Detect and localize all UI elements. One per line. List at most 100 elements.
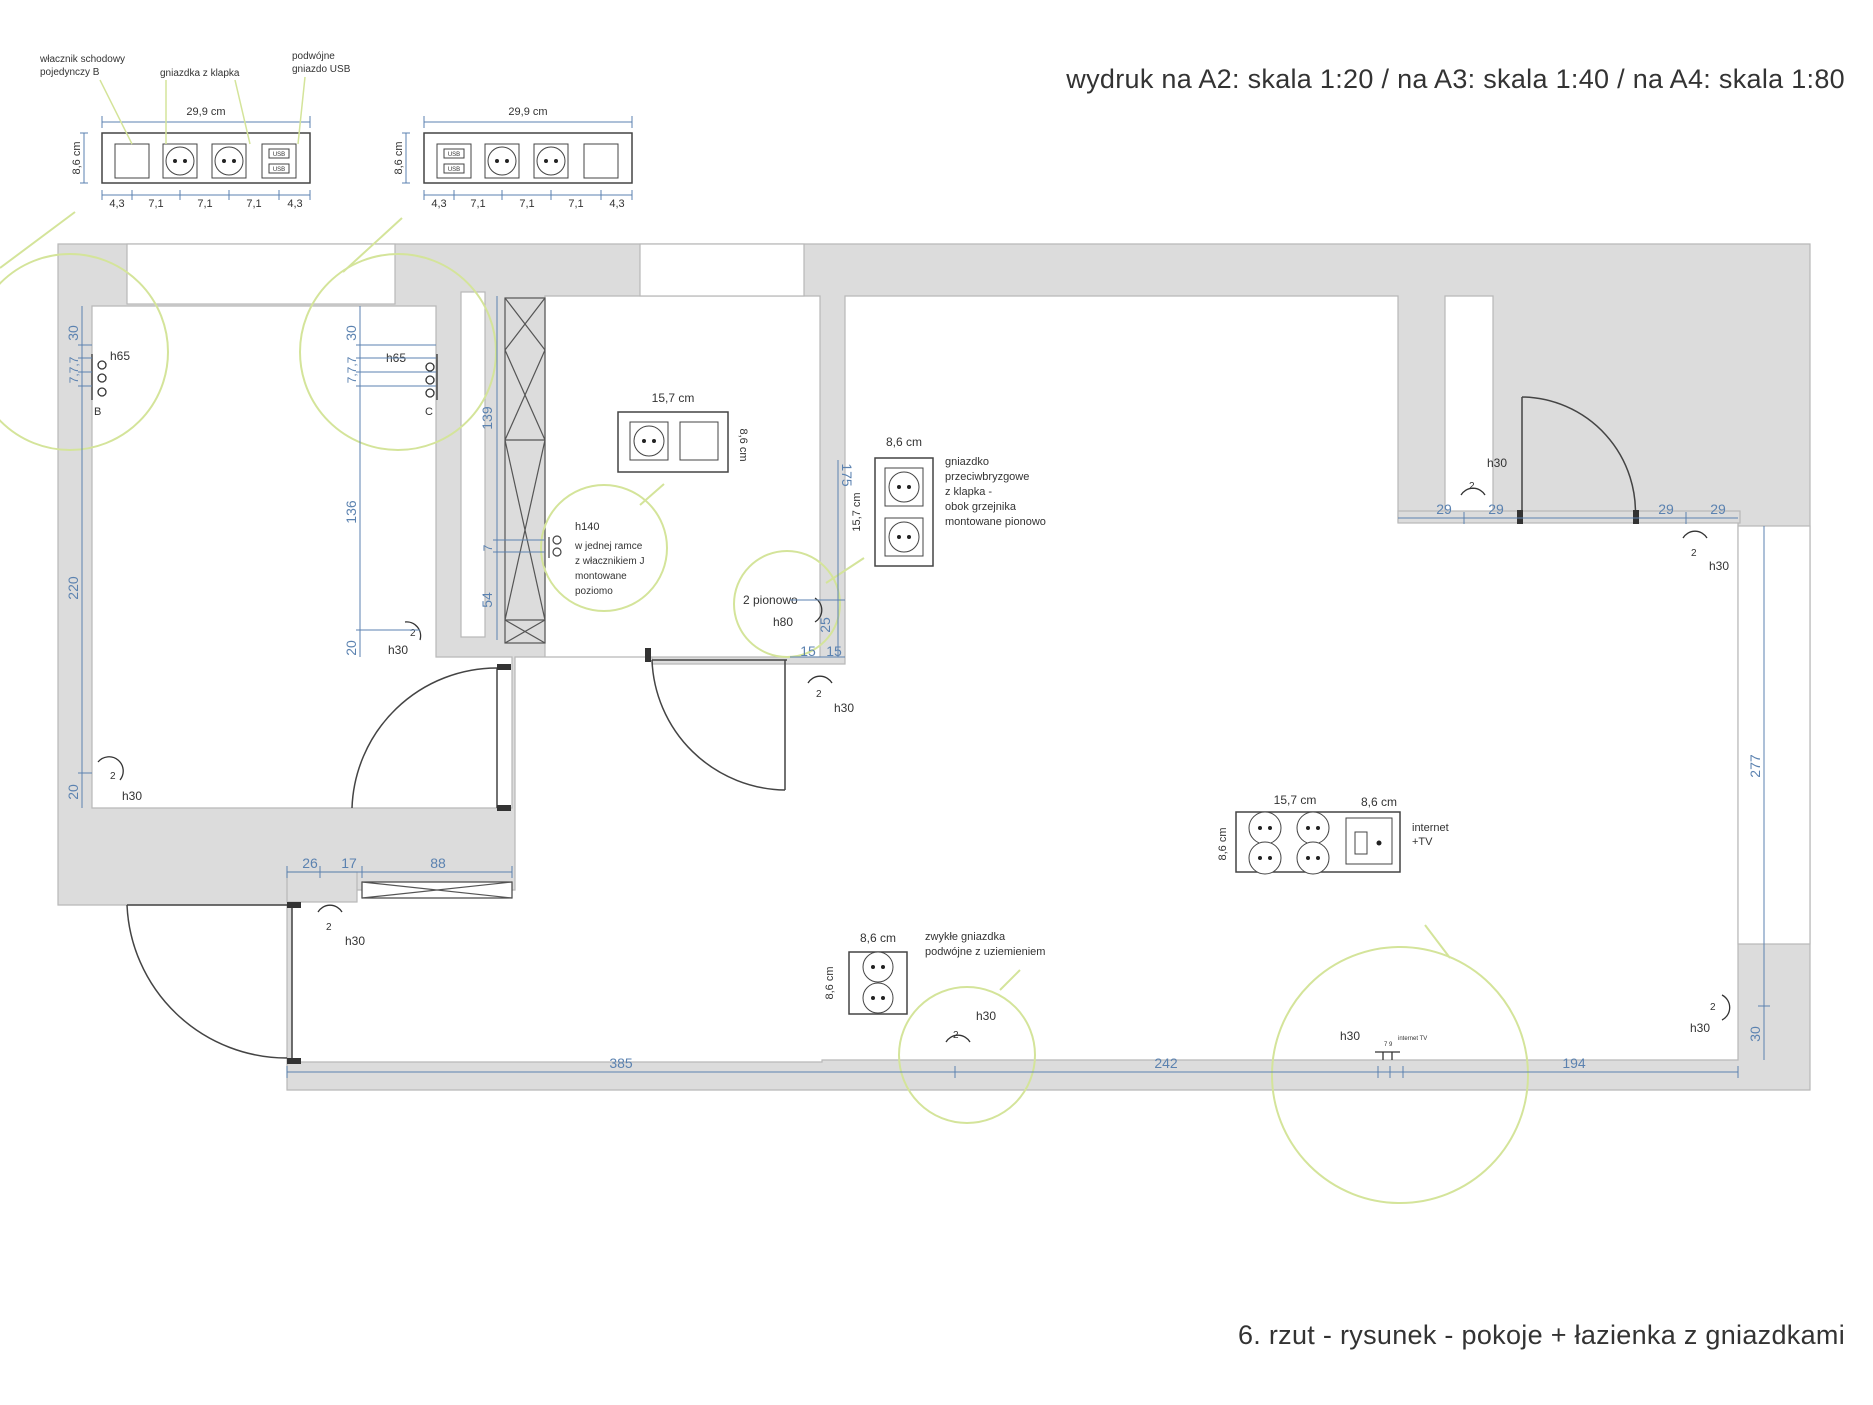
dim-right-a: 29 [1436,501,1452,517]
panel-width: 29,9 cm [508,106,547,118]
segment: 4,3 [431,198,446,210]
bath-note: obok grzejnika [945,501,1017,513]
kitchen-note: montowane [575,571,627,582]
dim-hall-c: 88 [430,855,446,871]
socket-icon [629,421,669,461]
h30-label: h30 [1340,1029,1360,1043]
marker-labels: h65 h65 B C 2 h30 2 h30 2 h30 2 h30 2 h3… [94,349,1729,1048]
switch-c-symbol [425,354,438,400]
panel-b: USB USB 29,9 cm 8,6 cm 4,3 7,1 7,1 7,1 4… [39,51,351,210]
dim-bath-bottom-a: 15 [800,643,816,659]
usb-label: USB [273,152,285,158]
segment: 7,1 [568,198,583,210]
segment: 7,1 [470,198,485,210]
panel-height: 8,6 cm [71,141,83,174]
dim-mid-top: 30 [343,325,359,341]
internet-tv-small: internet TV [1398,1036,1427,1042]
socket-count: 2 [326,922,332,933]
scale-note: wydruk na A2: skala 1:20 / na A3: skala … [1066,64,1845,94]
bath-note: montowane pionowo [945,516,1046,528]
dim-hall-a: 26 [302,855,318,871]
kitchen-cabinet [361,297,546,899]
dim-bath-height: 175 [839,463,855,487]
dim-living-3: 194 [1562,1055,1586,1071]
h30-label: h30 [1690,1021,1710,1035]
socket-count: 2 [1691,548,1697,559]
dim-bath-bottom-b: 15 [826,643,842,659]
kitchen-note: z włacznikiem J [575,556,644,567]
callout-usb: gniazdo USB [292,64,351,75]
socket-count: 2 [110,771,116,782]
callout-socket: gniazdka z klapka [160,68,240,79]
dim-right-c: 29 [1658,501,1674,517]
detail-kitchen: 15,7 cm 8,6 cm h140 w jednej ramce z wła… [548,391,749,597]
socket-count: 2 [1710,1002,1716,1013]
bath-height-tag: h80 [773,615,793,629]
walls [57,243,1811,1091]
highlight-circles [0,211,1529,1204]
socket-icon [1248,811,1282,875]
h30-label: h30 [1487,456,1507,470]
detail-height: 8,6 cm [1217,827,1229,860]
tv-note: internet [1412,822,1449,834]
detail-height: 8,6 cm [824,966,836,999]
segment: 4,3 [609,198,624,210]
switch-b-symbol [91,354,107,400]
socket-icon [862,951,894,1014]
callout-switch: pojedynczy B [40,67,100,78]
dimension-lines [78,296,1770,1078]
socket-marker-mid-room [404,621,422,641]
socket-icon [533,143,569,179]
socket-icon [484,143,520,179]
h30-label: h30 [388,643,408,657]
bath-bottom-note: 2 pionowo [743,593,798,607]
detail-width: 8,6 cm [1361,795,1397,809]
window-left [126,243,396,305]
usb-label: USB [273,167,285,173]
socket-count: 2 [816,689,822,700]
socket-icon [884,467,924,507]
segment: 7,1 [519,198,534,210]
h30-label: h30 [1709,559,1729,573]
socket-marker-right-wall [1721,994,1731,1021]
switch-c-letter: C [425,406,433,418]
dim-mid-height: 136 [343,500,359,524]
tv-small-dims: 7 9 [1384,1042,1393,1048]
detail-width: 8,6 cm [860,931,896,945]
detail-tv: 15,7 cm 8,6 cm 8,6 cm internet +TV [1217,793,1449,875]
doors [126,396,1639,1064]
segment: 7,1 [197,198,212,210]
detail-regular: 8,6 cm 8,6 cm zwykłe gniazdka podwójne z… [824,931,1045,1015]
dim-living-right-low: 30 [1747,1026,1763,1042]
window-kitchen [639,243,805,297]
dim-right-b: 29 [1488,501,1504,517]
h30-label: h30 [834,701,854,715]
highlight-tv [1271,946,1529,1204]
callout-usb: podwójne [292,51,335,62]
hall-wall [286,871,358,903]
usb-label: USB [448,152,460,158]
bath-note: przeciwbryzgowe [945,471,1029,483]
kitchen-switch-symbol [548,535,562,558]
dim-hall-b: 17 [341,855,357,871]
door-kitchen [651,659,787,791]
outer-walls [57,243,1811,1091]
door-entrance [126,904,293,1059]
socket-count: 2 [1469,481,1475,492]
dim-bath-low: 25 [817,617,833,633]
h30-label: h30 [976,1009,996,1023]
socket-count: 2 [953,1030,959,1041]
switch-b-letter: B [94,406,101,418]
socket-icon [211,143,247,179]
segment: 7,1 [148,198,163,210]
bath-note: gniazdko [945,456,989,468]
panel-c: USB USB 29,9 cm 8,6 cm 4,3 7,1 7,1 7,1 [393,106,633,210]
dim-living-right: 277 [1747,754,1763,778]
detail-width: 8,6 cm [886,435,922,449]
regular-note: zwykłe gniazdka [925,931,1006,943]
right-room-wall [1397,510,1741,524]
detail-width: 15,7 cm [1274,793,1317,807]
h65-label: h65 [110,349,130,363]
panel-height: 8,6 cm [393,141,405,174]
